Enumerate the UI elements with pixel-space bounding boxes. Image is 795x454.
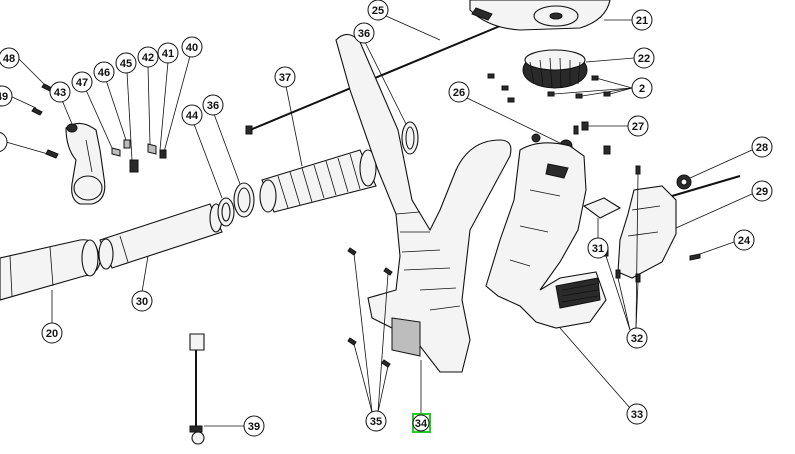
- part-20-lower-tube: [0, 239, 101, 301]
- callout-40[interactable]: 40: [163, 36, 203, 153]
- svg-text:30: 30: [136, 296, 148, 308]
- svg-text:34: 34: [415, 418, 428, 430]
- part-36-clamp-right: [401, 121, 419, 155]
- svg-text:28: 28: [756, 142, 768, 154]
- svg-text:20: 20: [46, 328, 58, 340]
- svg-text:46: 46: [98, 67, 110, 79]
- svg-text:25: 25: [372, 5, 384, 17]
- svg-text:37: 37: [279, 72, 291, 84]
- part-44-ring: [217, 197, 235, 227]
- callout-24[interactable]: 24: [699, 229, 755, 255]
- svg-text:22: 22: [638, 53, 650, 65]
- part-47-handle: [65, 122, 106, 205]
- svg-text:26: 26: [453, 87, 465, 99]
- part-28-cap: [676, 174, 692, 190]
- callout-36-right[interactable]: 36: [353, 22, 407, 125]
- part-36-clamp-left: [233, 182, 255, 218]
- svg-text:36: 36: [207, 100, 219, 112]
- callout-20[interactable]: 20: [41, 290, 63, 344]
- callout-48[interactable]: 48: [0, 47, 47, 87]
- svg-text:44: 44: [186, 110, 199, 122]
- callout-22[interactable]: 22: [585, 47, 655, 69]
- part-35-screws: [347, 247, 393, 368]
- callout-37[interactable]: 37: [274, 66, 303, 167]
- callout-35[interactable]: 35: [353, 253, 389, 432]
- callout-26[interactable]: 26: [448, 81, 563, 145]
- part-37-flex-hose: [259, 149, 377, 213]
- svg-text:2: 2: [639, 83, 645, 95]
- part-fasteners-topleft: [31, 83, 167, 173]
- callout-45[interactable]: 45: [115, 52, 137, 161]
- svg-text:40: 40: [186, 42, 198, 54]
- callout-32[interactable]: 32: [605, 173, 648, 349]
- svg-text:35: 35: [370, 416, 382, 428]
- part-30-middle-tube: [98, 203, 223, 270]
- callout-33[interactable]: 33: [559, 327, 648, 425]
- part-21-fan-housing: [469, 0, 611, 31]
- callout-21[interactable]: 21: [604, 9, 653, 31]
- callout-41[interactable]: 41: [157, 42, 179, 151]
- svg-text:27: 27: [632, 121, 644, 133]
- callout-31[interactable]: 31: [587, 218, 609, 259]
- part-29-fuel-tank: [617, 175, 741, 279]
- svg-text:21: 21: [636, 15, 648, 27]
- svg-text:29: 29: [756, 186, 768, 198]
- svg-text:36: 36: [358, 28, 370, 40]
- part-34-frame: [335, 33, 512, 373]
- callout-28[interactable]: 28: [689, 136, 773, 179]
- svg-text:33: 33: [631, 409, 643, 421]
- callout-39[interactable]: 39: [204, 415, 265, 437]
- svg-text:43: 43: [54, 87, 66, 99]
- callout-42[interactable]: 42: [137, 46, 159, 145]
- part-33-backpack: [485, 142, 607, 329]
- callout-29[interactable]: 29: [675, 180, 773, 229]
- callout-27[interactable]: 27: [588, 115, 649, 137]
- part-22-fan: [522, 49, 588, 89]
- svg-text:32: 32: [631, 333, 643, 345]
- svg-text:31: 31: [592, 243, 604, 255]
- svg-text:47: 47: [76, 77, 88, 89]
- part-24-screw: [689, 253, 701, 261]
- svg-text:42: 42: [142, 52, 154, 64]
- callout-44[interactable]: 44: [181, 104, 223, 199]
- callout-2[interactable]: 2: [553, 77, 653, 99]
- svg-text:39: 39: [248, 421, 260, 433]
- callout-46[interactable]: 46: [93, 61, 127, 141]
- callout-25[interactable]: 25: [367, 0, 441, 41]
- callout-0[interactable]: 0: [0, 131, 49, 155]
- callout-49[interactable]: 49: [0, 85, 37, 109]
- callout-47[interactable]: 47: [71, 71, 113, 149]
- svg-text:24: 24: [738, 235, 751, 247]
- svg-text:41: 41: [162, 48, 174, 60]
- svg-text:45: 45: [120, 58, 132, 70]
- callout-34-highlighted[interactable]: 34: [412, 360, 431, 433]
- part-39-linkage: [189, 333, 205, 445]
- svg-text:49: 49: [0, 91, 8, 103]
- callout-30[interactable]: 30: [131, 255, 153, 312]
- callout-43[interactable]: 43: [49, 81, 73, 125]
- callout-36-left[interactable]: 36: [202, 94, 241, 185]
- part-31-pad: [582, 197, 622, 219]
- svg-text:48: 48: [3, 53, 15, 65]
